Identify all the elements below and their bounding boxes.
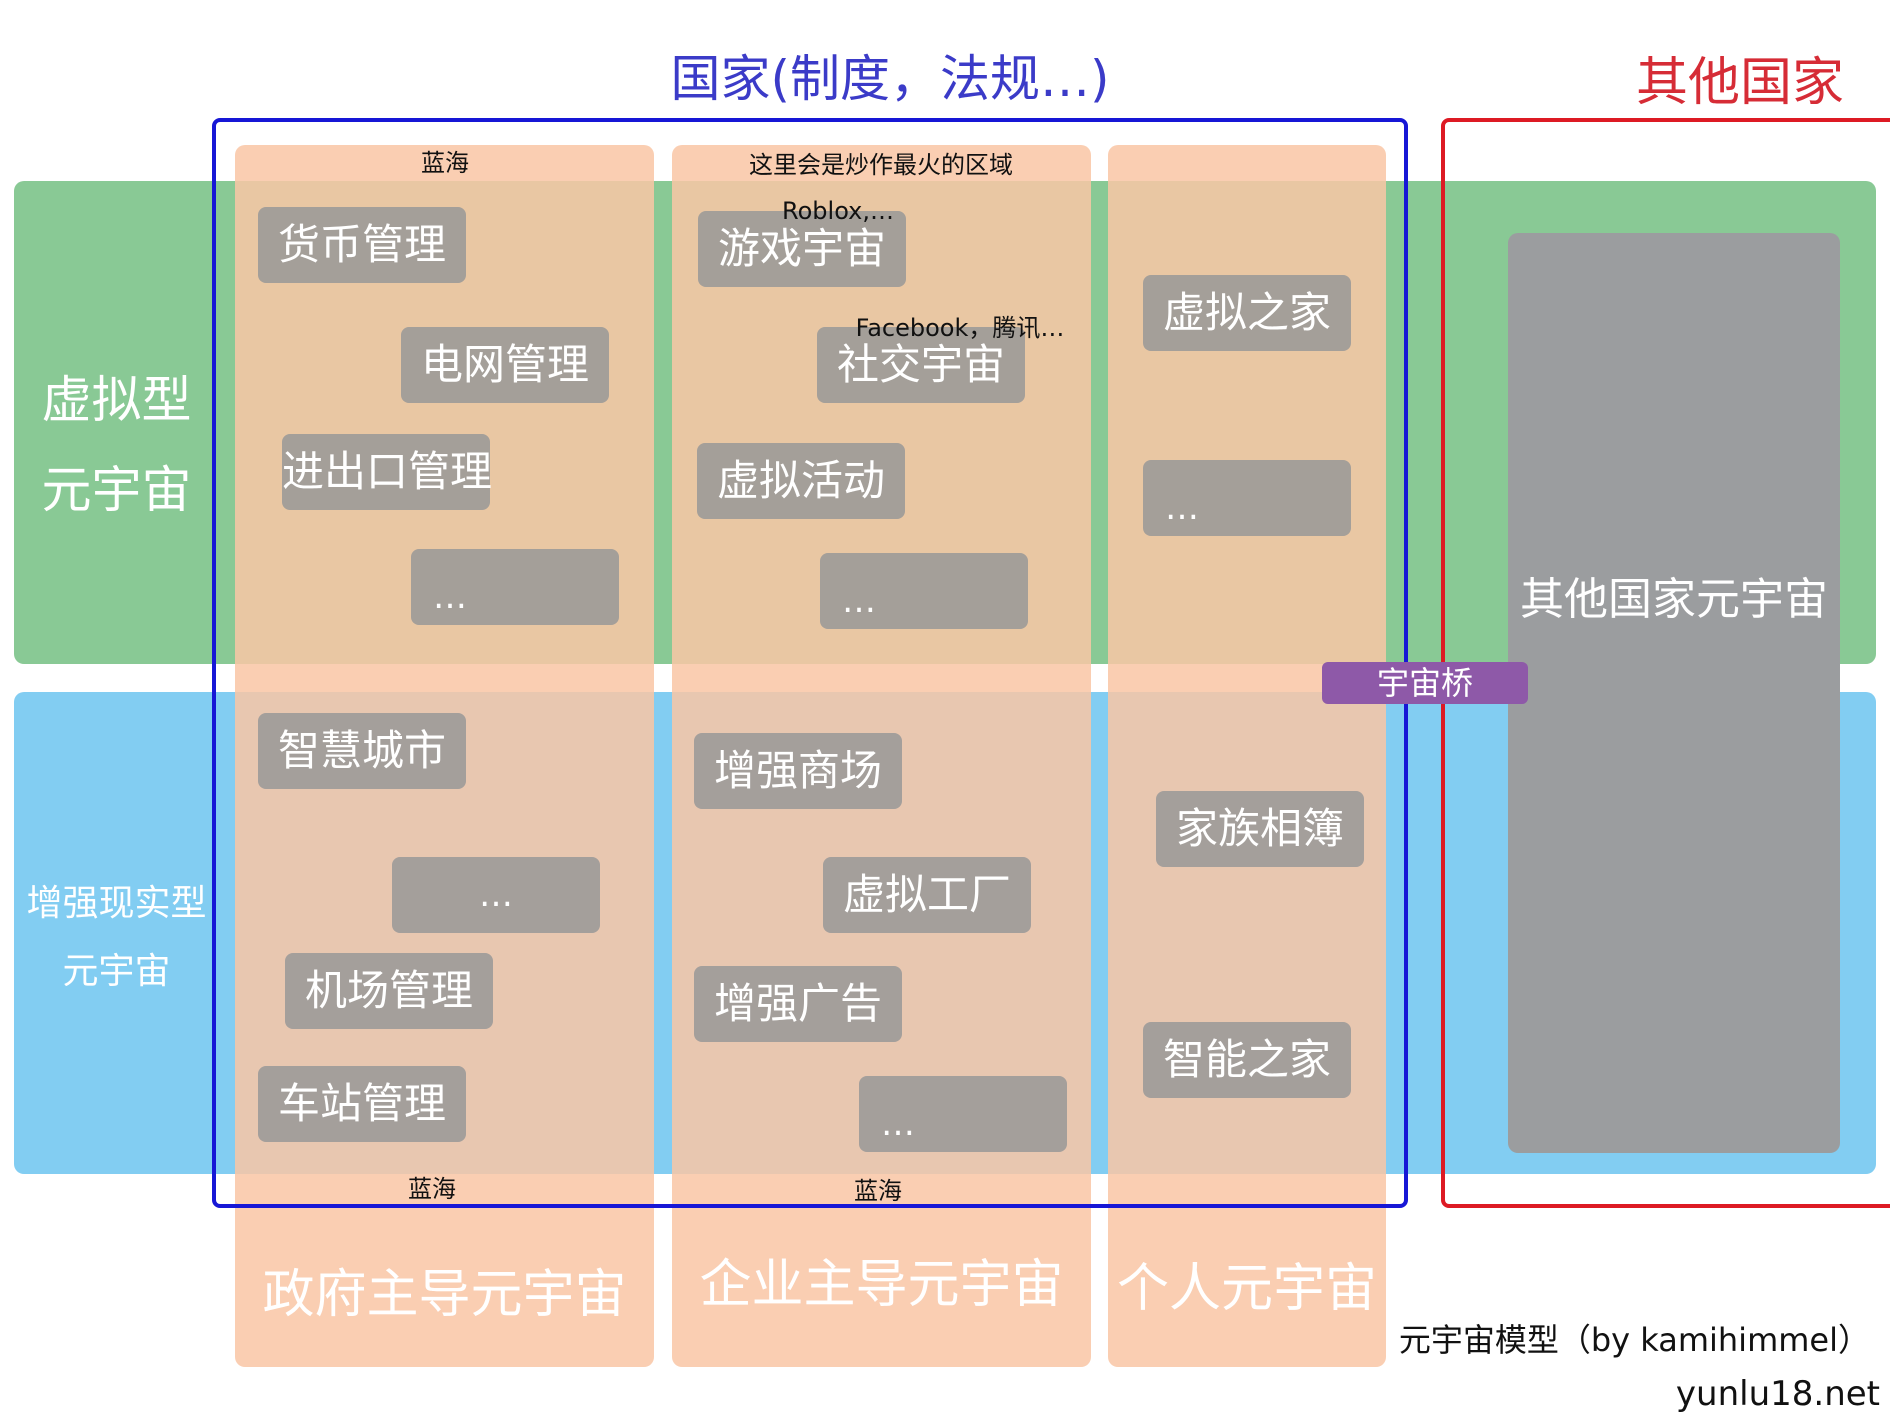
gov-top-note: 蓝海 (421, 149, 469, 177)
column-personal-title: 个人元宇宙 (1116, 1259, 1377, 1319)
row-label-ar-line2: 元宇宙 (62, 951, 171, 992)
ent-item-virtual-event: 虚拟活动 (697, 443, 905, 519)
column-government-title: 政府主导元宇宙 (262, 1265, 627, 1325)
personal-item-virtual-home: 虚拟之家 (1143, 275, 1351, 351)
ent-note-roblox: Roblox,… (782, 197, 894, 225)
other-country-metaverse-box: 其他国家元宇宙 (1508, 233, 1840, 1153)
ent-bottom-note: 蓝海 (854, 1177, 902, 1205)
personal-item-smart-home: 智能之家 (1143, 1022, 1351, 1098)
row-label-virtual-line2: 元宇宙 (41, 461, 192, 519)
row-label-virtual: 虚拟型 元宇宙 (14, 355, 219, 535)
gov-item-more-virtual: … (411, 549, 619, 625)
gov-item-more-ar: … (392, 857, 600, 933)
country-frame (212, 118, 1408, 1208)
ent-item-social: 社交宇宙 (817, 327, 1025, 403)
gov-item-currency: 货币管理 (258, 207, 466, 283)
ent-item-more-ar: … (859, 1076, 1067, 1152)
other-country-title: 其他国家 (1635, 53, 1844, 113)
row-label-ar-line1: 增强现实型 (26, 883, 207, 924)
personal-item-family-album: 家族相簿 (1156, 791, 1364, 867)
gov-item-station: 车站管理 (258, 1066, 466, 1142)
ent-item-game: 游戏宇宙 (698, 211, 906, 287)
ent-item-ar-ad: 增强广告 (694, 966, 902, 1042)
gov-item-smart-city: 智慧城市 (258, 713, 466, 789)
ent-note-facebook: Facebook，腾讯… (855, 314, 1065, 342)
gov-item-import-export: 进出口管理 (282, 434, 492, 510)
personal-item-more-virtual: … (1143, 460, 1351, 536)
country-title: 国家(制度，法规…) (670, 50, 1110, 108)
ent-top-note: 这里会是炒作最火的区域 (749, 151, 1013, 179)
gov-item-airport: 机场管理 (285, 953, 493, 1029)
row-label-ar: 增强现实型 元宇宙 (14, 870, 219, 1006)
gov-bottom-note: 蓝海 (408, 1175, 456, 1203)
ent-item-virtual-factory: 虚拟工厂 (823, 857, 1031, 933)
row-label-virtual-line1: 虚拟型 (41, 371, 192, 429)
gov-item-grid: 电网管理 (401, 327, 609, 403)
diagram-caption: 元宇宙模型（by kamihimmel） (1398, 1321, 1870, 1359)
ent-item-more-virtual: … (820, 553, 1028, 629)
site-watermark: yunlu18.net (1675, 1374, 1880, 1414)
universe-bridge-label: 宇宙桥 (1322, 662, 1528, 704)
column-enterprise-title: 企业主导元宇宙 (699, 1255, 1064, 1315)
ent-item-ar-mall: 增强商场 (694, 733, 902, 809)
